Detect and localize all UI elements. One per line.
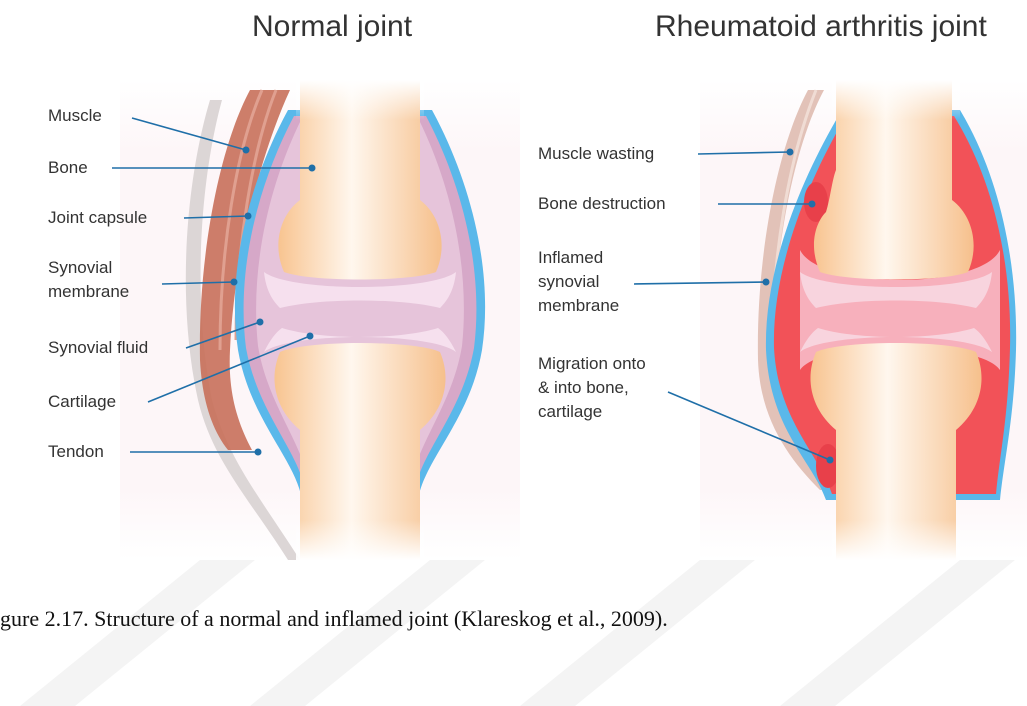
watermark bbox=[20, 560, 1015, 706]
label-cartilage: Cartilage bbox=[48, 390, 116, 414]
label-joint-capsule: Joint capsule bbox=[48, 206, 147, 230]
normal-joint-title: Normal joint bbox=[252, 10, 412, 44]
label-synovial-fluid: Synovial fluid bbox=[48, 336, 148, 360]
figure-caption: gure 2.17. Structure of a normal and inf… bbox=[0, 606, 668, 632]
label-migration: Migration onto & into bone, cartilage bbox=[538, 352, 646, 424]
label-inflamed-synovial-membrane: Inflamed synovial membrane bbox=[538, 246, 619, 318]
label-bone-destruction: Bone destruction bbox=[538, 192, 666, 216]
label-tendon: Tendon bbox=[48, 440, 104, 464]
label-muscle-wasting: Muscle wasting bbox=[538, 142, 654, 166]
label-synovial-membrane: Synovial membrane bbox=[48, 256, 129, 304]
label-muscle: Muscle bbox=[48, 104, 102, 128]
ra-joint-title: Rheumatoid arthritis joint bbox=[655, 10, 987, 44]
label-bone: Bone bbox=[48, 156, 88, 180]
